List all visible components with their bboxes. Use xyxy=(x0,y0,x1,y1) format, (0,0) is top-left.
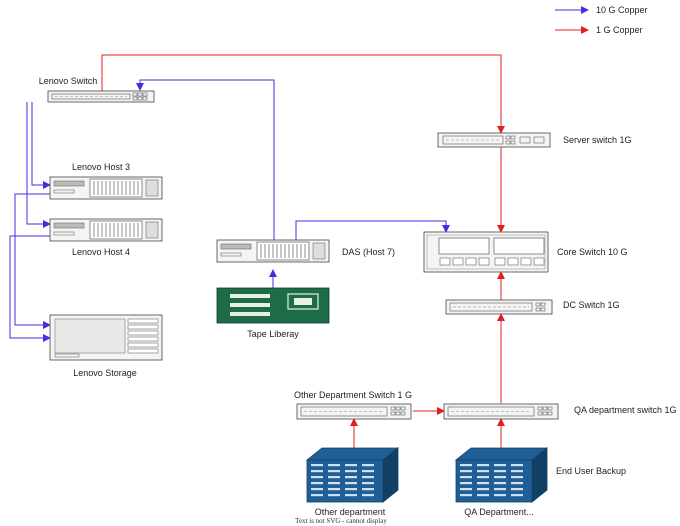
other-dept-switch-device xyxy=(296,403,412,420)
drive-bay xyxy=(311,488,323,491)
legend xyxy=(555,6,589,34)
drive-bay xyxy=(311,482,323,485)
drive-bay xyxy=(328,476,340,479)
connections-10g xyxy=(9,79,450,342)
drive-bay xyxy=(460,494,472,497)
das-to-core-switch-link xyxy=(295,220,450,240)
drive-bay xyxy=(494,488,506,491)
drive-bay xyxy=(362,476,374,479)
drive-bay xyxy=(362,470,374,473)
legend-10g-label: 10 G Copper xyxy=(596,5,648,15)
drive-bay xyxy=(328,470,340,473)
drive-bay xyxy=(511,476,523,479)
tape-library-device xyxy=(216,287,330,324)
other-dept-label: Other department xyxy=(314,507,386,517)
other-dept-switch-label: Other Department Switch 1 G xyxy=(293,390,413,400)
das-label: DAS (Host 7) xyxy=(342,247,396,257)
dc-switch-device xyxy=(445,299,553,315)
lenovo-switch-device xyxy=(47,90,155,103)
qa-dept-label: QA Department... xyxy=(464,507,534,517)
lenovo-host3-device xyxy=(49,176,163,200)
legend-1g-label: 1 G Copper xyxy=(596,25,643,35)
connections-1g xyxy=(101,54,505,452)
drive-bay xyxy=(311,494,323,497)
drive-bay xyxy=(477,464,489,467)
core-switch-label: Core Switch 10 G xyxy=(557,247,628,257)
core-switch-device xyxy=(423,231,549,273)
drive-bay xyxy=(494,482,506,485)
lenovo-switch-label: Lenovo Switch xyxy=(38,76,98,86)
server-switch-device xyxy=(437,132,551,148)
lenovo-storage-label: Lenovo Storage xyxy=(73,368,137,378)
host3-to-storage-link xyxy=(14,193,51,329)
drive-bay xyxy=(477,476,489,479)
drive-bay xyxy=(328,494,340,497)
drive-bay xyxy=(460,482,472,485)
drive-bay xyxy=(494,476,506,479)
drive-bay xyxy=(345,476,357,479)
drive-bay xyxy=(345,494,357,497)
drive-bay xyxy=(460,470,472,473)
drive-bay xyxy=(311,476,323,479)
drive-bay xyxy=(460,464,472,467)
drive-bay xyxy=(345,470,357,473)
drive-bay xyxy=(328,488,340,491)
drive-bay xyxy=(362,488,374,491)
drive-bay xyxy=(494,470,506,473)
das-to-lenovo-switch-link xyxy=(136,79,275,240)
drive-bay xyxy=(460,488,472,491)
svg-notice-text: Text is not SVG - cannot display xyxy=(295,517,387,525)
drive-bay xyxy=(460,476,472,479)
other-dept-storage-device xyxy=(305,447,400,503)
tape-library-label: Tape Liberay xyxy=(247,329,299,339)
host4-to-storage-link xyxy=(9,235,51,342)
drive-bay xyxy=(477,494,489,497)
drive-bay xyxy=(511,488,523,491)
drive-bay xyxy=(345,488,357,491)
drive-bay xyxy=(511,482,523,485)
drive-bay xyxy=(494,494,506,497)
drive-bay xyxy=(511,464,523,467)
drive-bay xyxy=(328,464,340,467)
drive-bay xyxy=(511,470,523,473)
drive-bay xyxy=(477,482,489,485)
drive-bay xyxy=(362,464,374,467)
server-switch-label: Server switch 1G xyxy=(563,135,632,145)
dc-switch-label: DC Switch 1G xyxy=(563,300,620,310)
drive-bay xyxy=(477,488,489,491)
drive-bay xyxy=(345,482,357,485)
switch-to-host4-link xyxy=(26,102,51,228)
das-device xyxy=(216,239,330,263)
lenovo-host4-device xyxy=(49,218,163,242)
drive-bay xyxy=(311,464,323,467)
lenovo-host3-label: Lenovo Host 3 xyxy=(71,162,131,172)
drive-bay xyxy=(477,470,489,473)
drive-bay xyxy=(362,494,374,497)
qa-dept-switch-label: QA department switch 1G xyxy=(574,405,677,415)
drive-bay xyxy=(345,464,357,467)
drive-bay xyxy=(328,482,340,485)
drive-bay xyxy=(511,494,523,497)
lenovo-host4-label: Lenovo Host 4 xyxy=(71,247,131,257)
drive-bay xyxy=(494,464,506,467)
lenovo-storage-device xyxy=(49,314,163,361)
qa-dept-switch-device xyxy=(443,403,559,420)
end-user-backup-label: End User Backup xyxy=(556,466,627,476)
switch-to-host3-link xyxy=(31,102,51,189)
drive-bay xyxy=(311,470,323,473)
lenovo-switch-to-server-switch-link xyxy=(101,54,505,134)
qa-dept-storage-device xyxy=(454,447,549,503)
drive-bay xyxy=(362,482,374,485)
